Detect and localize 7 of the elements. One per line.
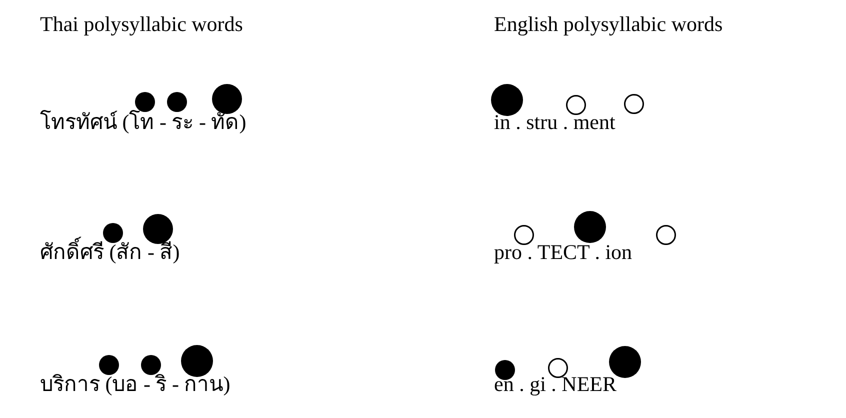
- column-heading: Thai polysyllabic words: [40, 12, 243, 38]
- thai-word: บริการ (บอ - ริ - กาน): [40, 372, 230, 398]
- thai-word: โทรทัศน์ (โท - ระ - ทัด): [40, 110, 246, 136]
- english-word: en . gi . NEER: [494, 372, 616, 398]
- column-heading: English polysyllabic words: [494, 12, 723, 38]
- english-word: in . stru . ment: [494, 110, 616, 136]
- english-word: pro . TECT . ion: [494, 240, 632, 266]
